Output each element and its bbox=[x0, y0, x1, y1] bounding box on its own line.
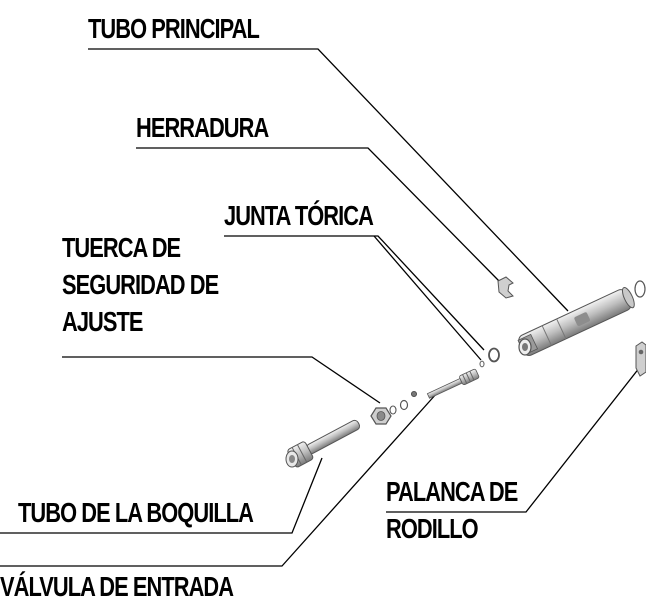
label-junta-torica: JUNTA TÓRICA bbox=[224, 200, 374, 231]
junta-torica-part bbox=[479, 347, 500, 368]
label-tuerca-seguridad-ajuste: TUERCA DE SEGURIDAD DE AJUSTE bbox=[62, 232, 219, 337]
leader-junta-torica-2 bbox=[373, 235, 482, 361]
valvula-entrada-part bbox=[399, 368, 480, 411]
leader-junta-torica-1 bbox=[224, 235, 485, 351]
label-valvula-entrada: VÁLVULA DE ENTRADA bbox=[0, 571, 234, 602]
tubo-principal-part bbox=[517, 287, 635, 357]
leader-palanca bbox=[386, 366, 641, 513]
label-tubo-boquilla: TUBO DE LA BOQUILLA bbox=[18, 497, 254, 528]
leader-valvula bbox=[0, 392, 438, 567]
tuerca-part bbox=[370, 405, 397, 425]
label-palanca-rodillo: PALANCA DE RODILLO bbox=[386, 476, 518, 544]
leader-tubo-boquilla bbox=[0, 457, 323, 534]
herradura-part bbox=[497, 276, 514, 299]
leader-herradura bbox=[136, 147, 501, 283]
tubo-boquilla-part bbox=[285, 419, 361, 468]
leader-tuerca bbox=[62, 356, 381, 404]
cap-part bbox=[634, 280, 646, 298]
label-herradura: HERRADURA bbox=[136, 112, 269, 143]
label-tubo-principal: TUBO PRINCIPAL bbox=[88, 13, 260, 44]
leader-tubo-principal bbox=[88, 48, 569, 312]
palanca-rodillo-part bbox=[635, 341, 646, 377]
